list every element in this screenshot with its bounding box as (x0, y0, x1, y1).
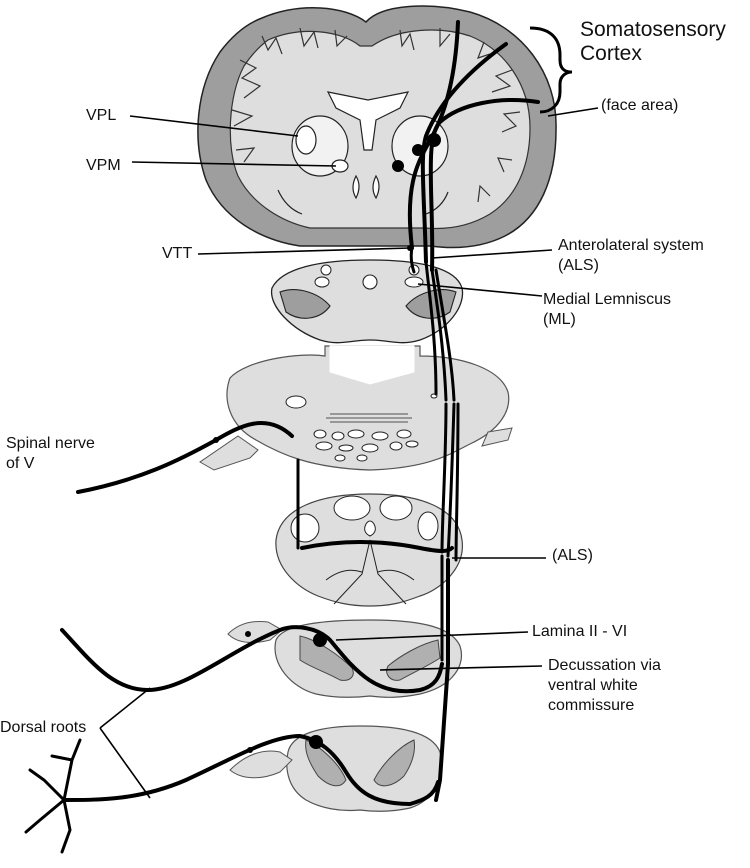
neural-tracts (24, 20, 540, 854)
tract-synapse-markers (213, 133, 441, 753)
medial-lemniscus-label: Medial Lemniscus (ML) (543, 291, 672, 328)
anterolateral-system-label: Anterolateral system (ALS) (558, 237, 704, 274)
vtt-label: VTT (162, 245, 193, 262)
pons-section (199, 345, 513, 471)
vpl-nucleus (295, 125, 317, 155)
midbrain-section (270, 259, 464, 344)
spinal-cord-lower-section (229, 725, 443, 812)
vpl-label: VPL (86, 107, 117, 124)
vpm-label: VPM (86, 157, 121, 174)
somatosensory-cortex-label: Somatosensory Cortex (580, 18, 726, 65)
lamina-label: Lamina II - VI (532, 623, 628, 640)
decussation-label: Decussation via ventral white commissure (548, 657, 661, 714)
dorsal-roots-label: Dorsal roots (0, 719, 87, 736)
face-area-label: (face area) (601, 97, 679, 114)
als-cord-label: (ALS) (552, 547, 593, 564)
label-leader-lines (99, 26, 599, 799)
brain-white-matter (229, 29, 531, 230)
brain-coronal-section (197, 5, 557, 249)
spinal-nerve-v-label: Spinal nerve of V (6, 435, 95, 472)
lateral-ventricles (326, 91, 410, 151)
